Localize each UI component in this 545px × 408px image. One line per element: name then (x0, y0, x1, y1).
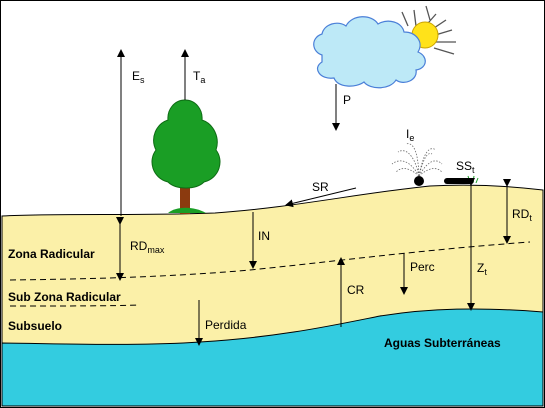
p-label: P (343, 93, 351, 107)
zone-label-groundwater: Aguas Subterráneas (384, 336, 501, 350)
zt-label: Zt (477, 261, 487, 277)
perc-label: Perc (410, 260, 435, 274)
zone-label-sub-root: Sub Zona Radicular (8, 290, 121, 304)
root-zone-boundary (9, 241, 531, 281)
rdmax-label: RDmax (130, 239, 165, 255)
sr-label: SR (312, 180, 329, 194)
sr-arrow (285, 187, 357, 208)
zone-label-subsoil: Subsuelo (8, 319, 62, 333)
ta-label: Ta (193, 69, 205, 85)
groundwater-layer (1, 308, 544, 407)
sst-label: SSt (456, 159, 475, 175)
perdida-label: Perdida (205, 318, 247, 332)
tree-icon (151, 99, 221, 214)
in-label: IN (258, 229, 270, 243)
cloud-icon (313, 16, 426, 89)
es-label: Es (132, 69, 145, 85)
surface-storage-icon (444, 178, 474, 184)
zone-label-root: Zona Radicular (8, 247, 95, 261)
ie-label: Ie (406, 127, 414, 143)
sprinkler-icon (391, 143, 443, 186)
rdt-label: RDt (512, 207, 532, 223)
cr-label: CR (347, 283, 365, 297)
